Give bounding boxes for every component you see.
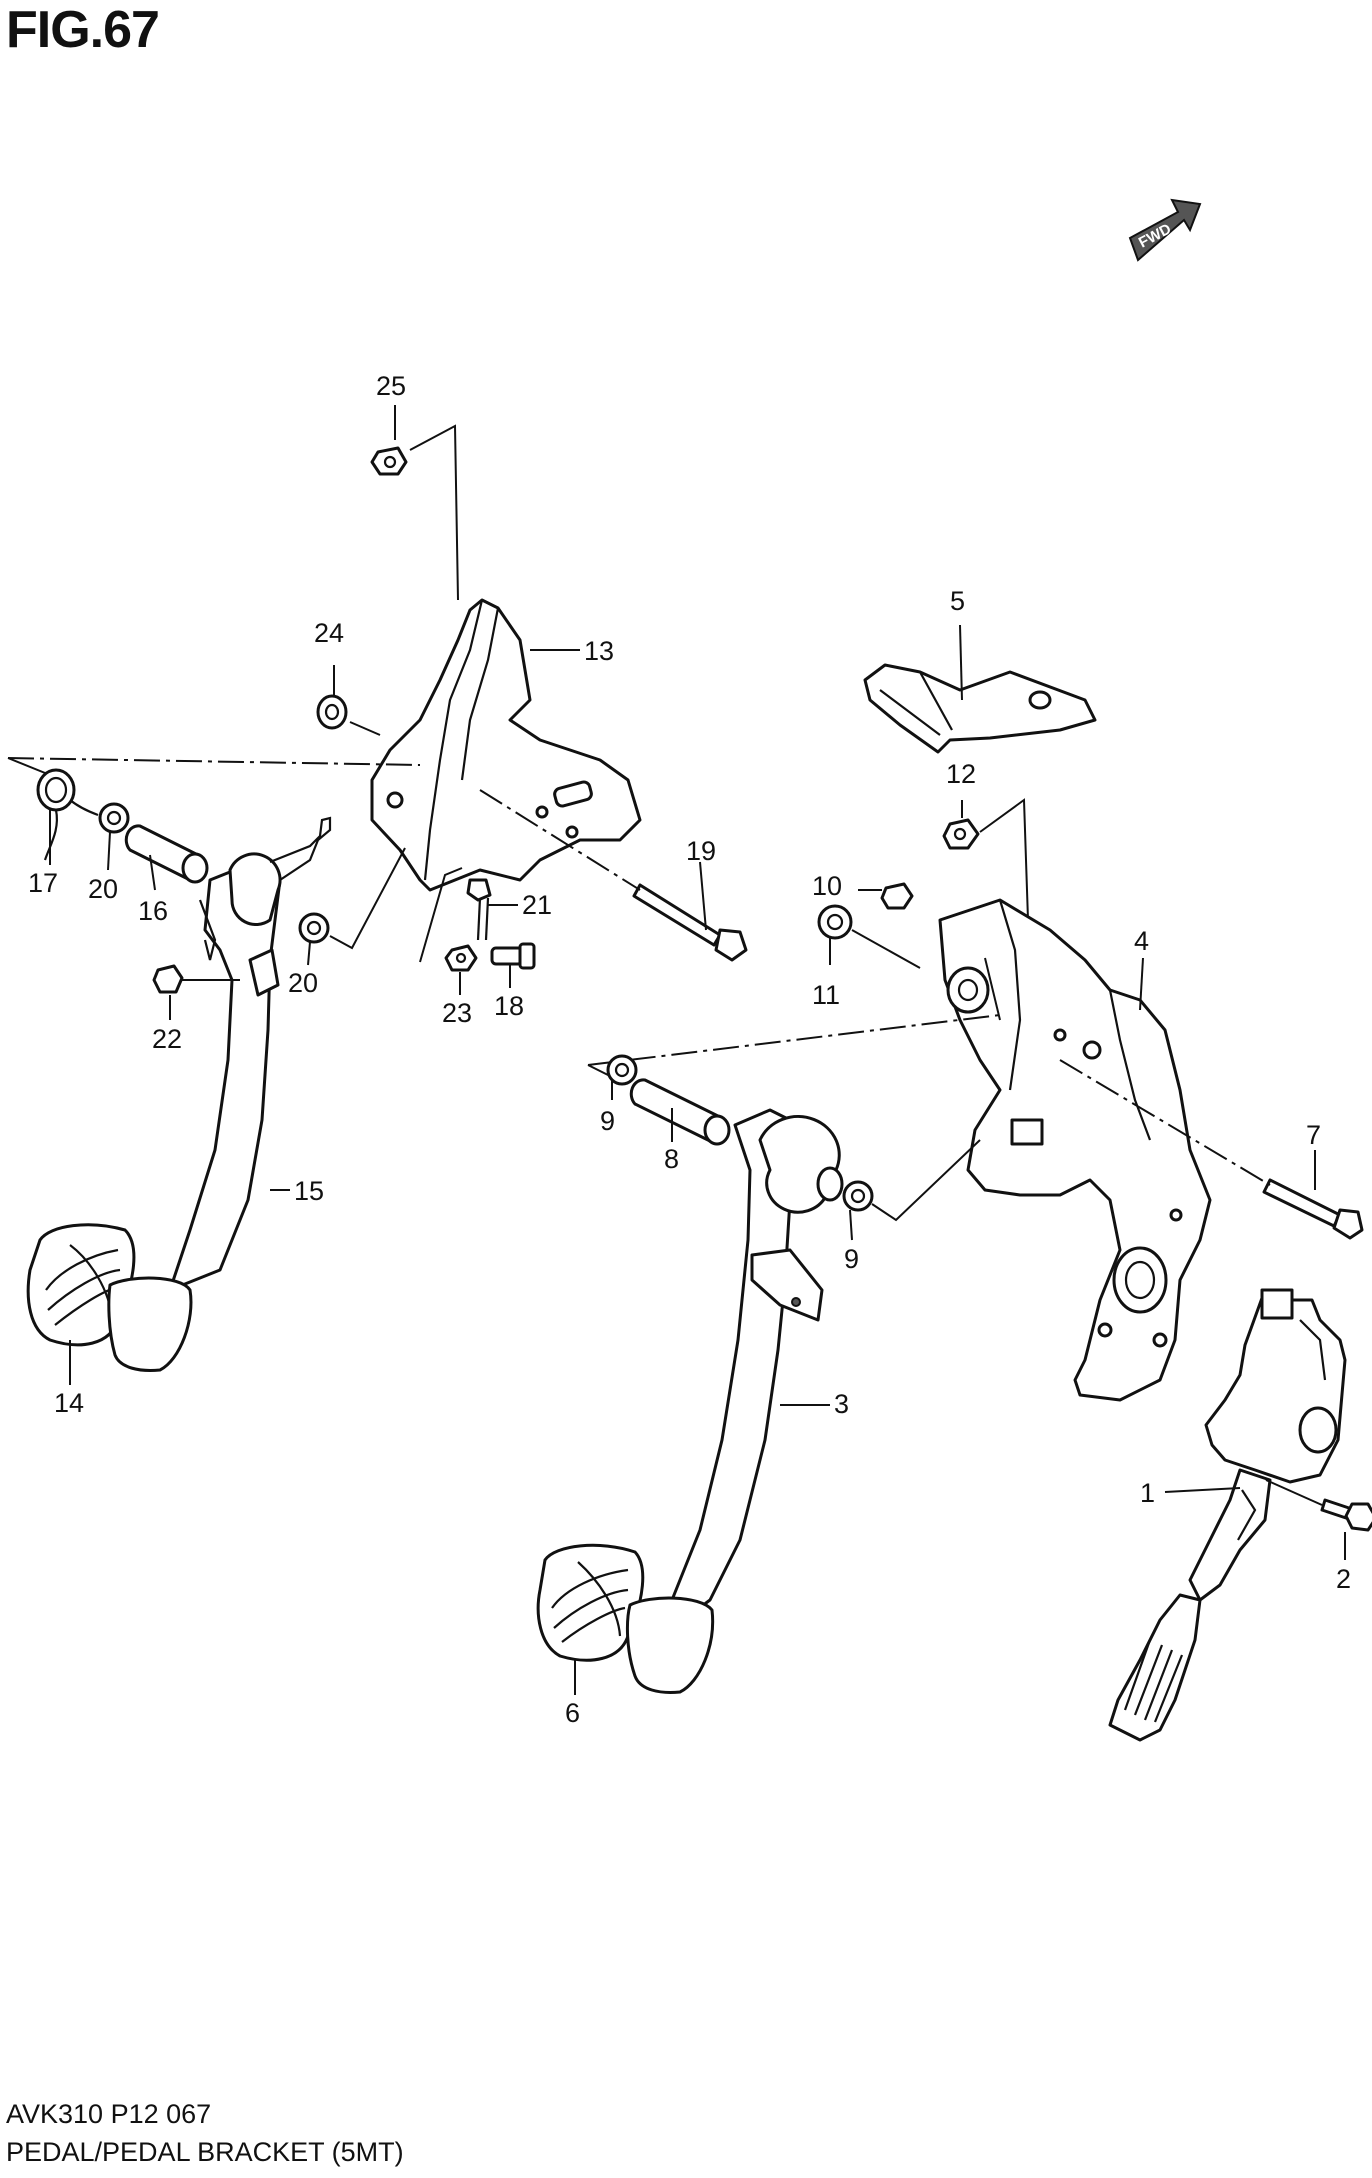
bolt-18 [490, 942, 536, 970]
diagram-caption: PEDAL/PEDAL BRACKET (5MT) [6, 2137, 404, 2167]
callout-21: 21 [522, 890, 552, 920]
diagram-code: AVK310 P12 067 [6, 2099, 212, 2129]
callout-20-left: 20 [88, 874, 118, 904]
callout-22: 22 [152, 1024, 182, 1054]
callout-7: 7 [1306, 1120, 1321, 1150]
bush-9-upper [606, 1054, 638, 1086]
pivot-bolt-7 [1262, 1178, 1364, 1240]
bush-9-lower [842, 1180, 874, 1212]
callout-23: 23 [442, 998, 472, 1028]
bolt-21 [466, 878, 492, 941]
callout-4: 4 [1134, 926, 1149, 956]
washer-11 [817, 904, 853, 940]
bush-20-right [298, 912, 330, 944]
callout-2: 2 [1336, 1564, 1351, 1594]
callout-24: 24 [314, 618, 344, 648]
callout-16: 16 [138, 896, 168, 926]
sleeve-16 [124, 824, 209, 884]
bolt-10 [858, 882, 914, 910]
callout-5: 5 [950, 586, 965, 616]
callout-13: 13 [584, 636, 614, 666]
brake-pedal-pad [536, 1543, 715, 1694]
sleeve-8 [629, 1078, 731, 1146]
bolt-2 [1320, 1498, 1372, 1532]
callout-17: 17 [28, 868, 58, 898]
callout-25: 25 [376, 371, 406, 401]
callout-19: 19 [686, 836, 716, 866]
washer-24 [316, 694, 348, 730]
bolt-22 [152, 964, 240, 994]
clutch-pedal-pad [26, 1223, 193, 1372]
clutch-pedal-bracket [370, 598, 642, 892]
bush-20-left [98, 802, 130, 834]
callout-10: 10 [812, 871, 842, 901]
brake-pedal-bracket [938, 898, 1212, 1402]
nut-25 [370, 446, 408, 476]
callout-1: 1 [1140, 1478, 1155, 1508]
callout-15: 15 [294, 1176, 324, 1206]
accelerator-pedal [1108, 1288, 1347, 1742]
bracket-plate-5 [863, 663, 1097, 754]
callout-3: 3 [834, 1389, 849, 1419]
return-spring-17 [36, 768, 99, 861]
nut-23 [444, 944, 478, 972]
callout-9-upper: 9 [600, 1106, 615, 1136]
callout-6: 6 [565, 1698, 580, 1728]
callout-11: 11 [812, 980, 840, 1010]
callout-9-lower: 9 [844, 1244, 859, 1274]
callout-20-right: 20 [288, 968, 318, 998]
fwd-arrow-icon: FWD [1128, 198, 1202, 262]
figure-title: FIG.67 [6, 1, 160, 59]
callout-14: 14 [54, 1388, 84, 1418]
pivot-bolt-19 [632, 883, 748, 962]
callout-8: 8 [664, 1144, 679, 1174]
nut-12 [942, 818, 980, 850]
callout-18: 18 [494, 991, 524, 1021]
callout-12: 12 [946, 759, 976, 789]
brake-pedal-arm [670, 1108, 844, 1617]
clutch-pedal-arm [168, 816, 332, 1292]
